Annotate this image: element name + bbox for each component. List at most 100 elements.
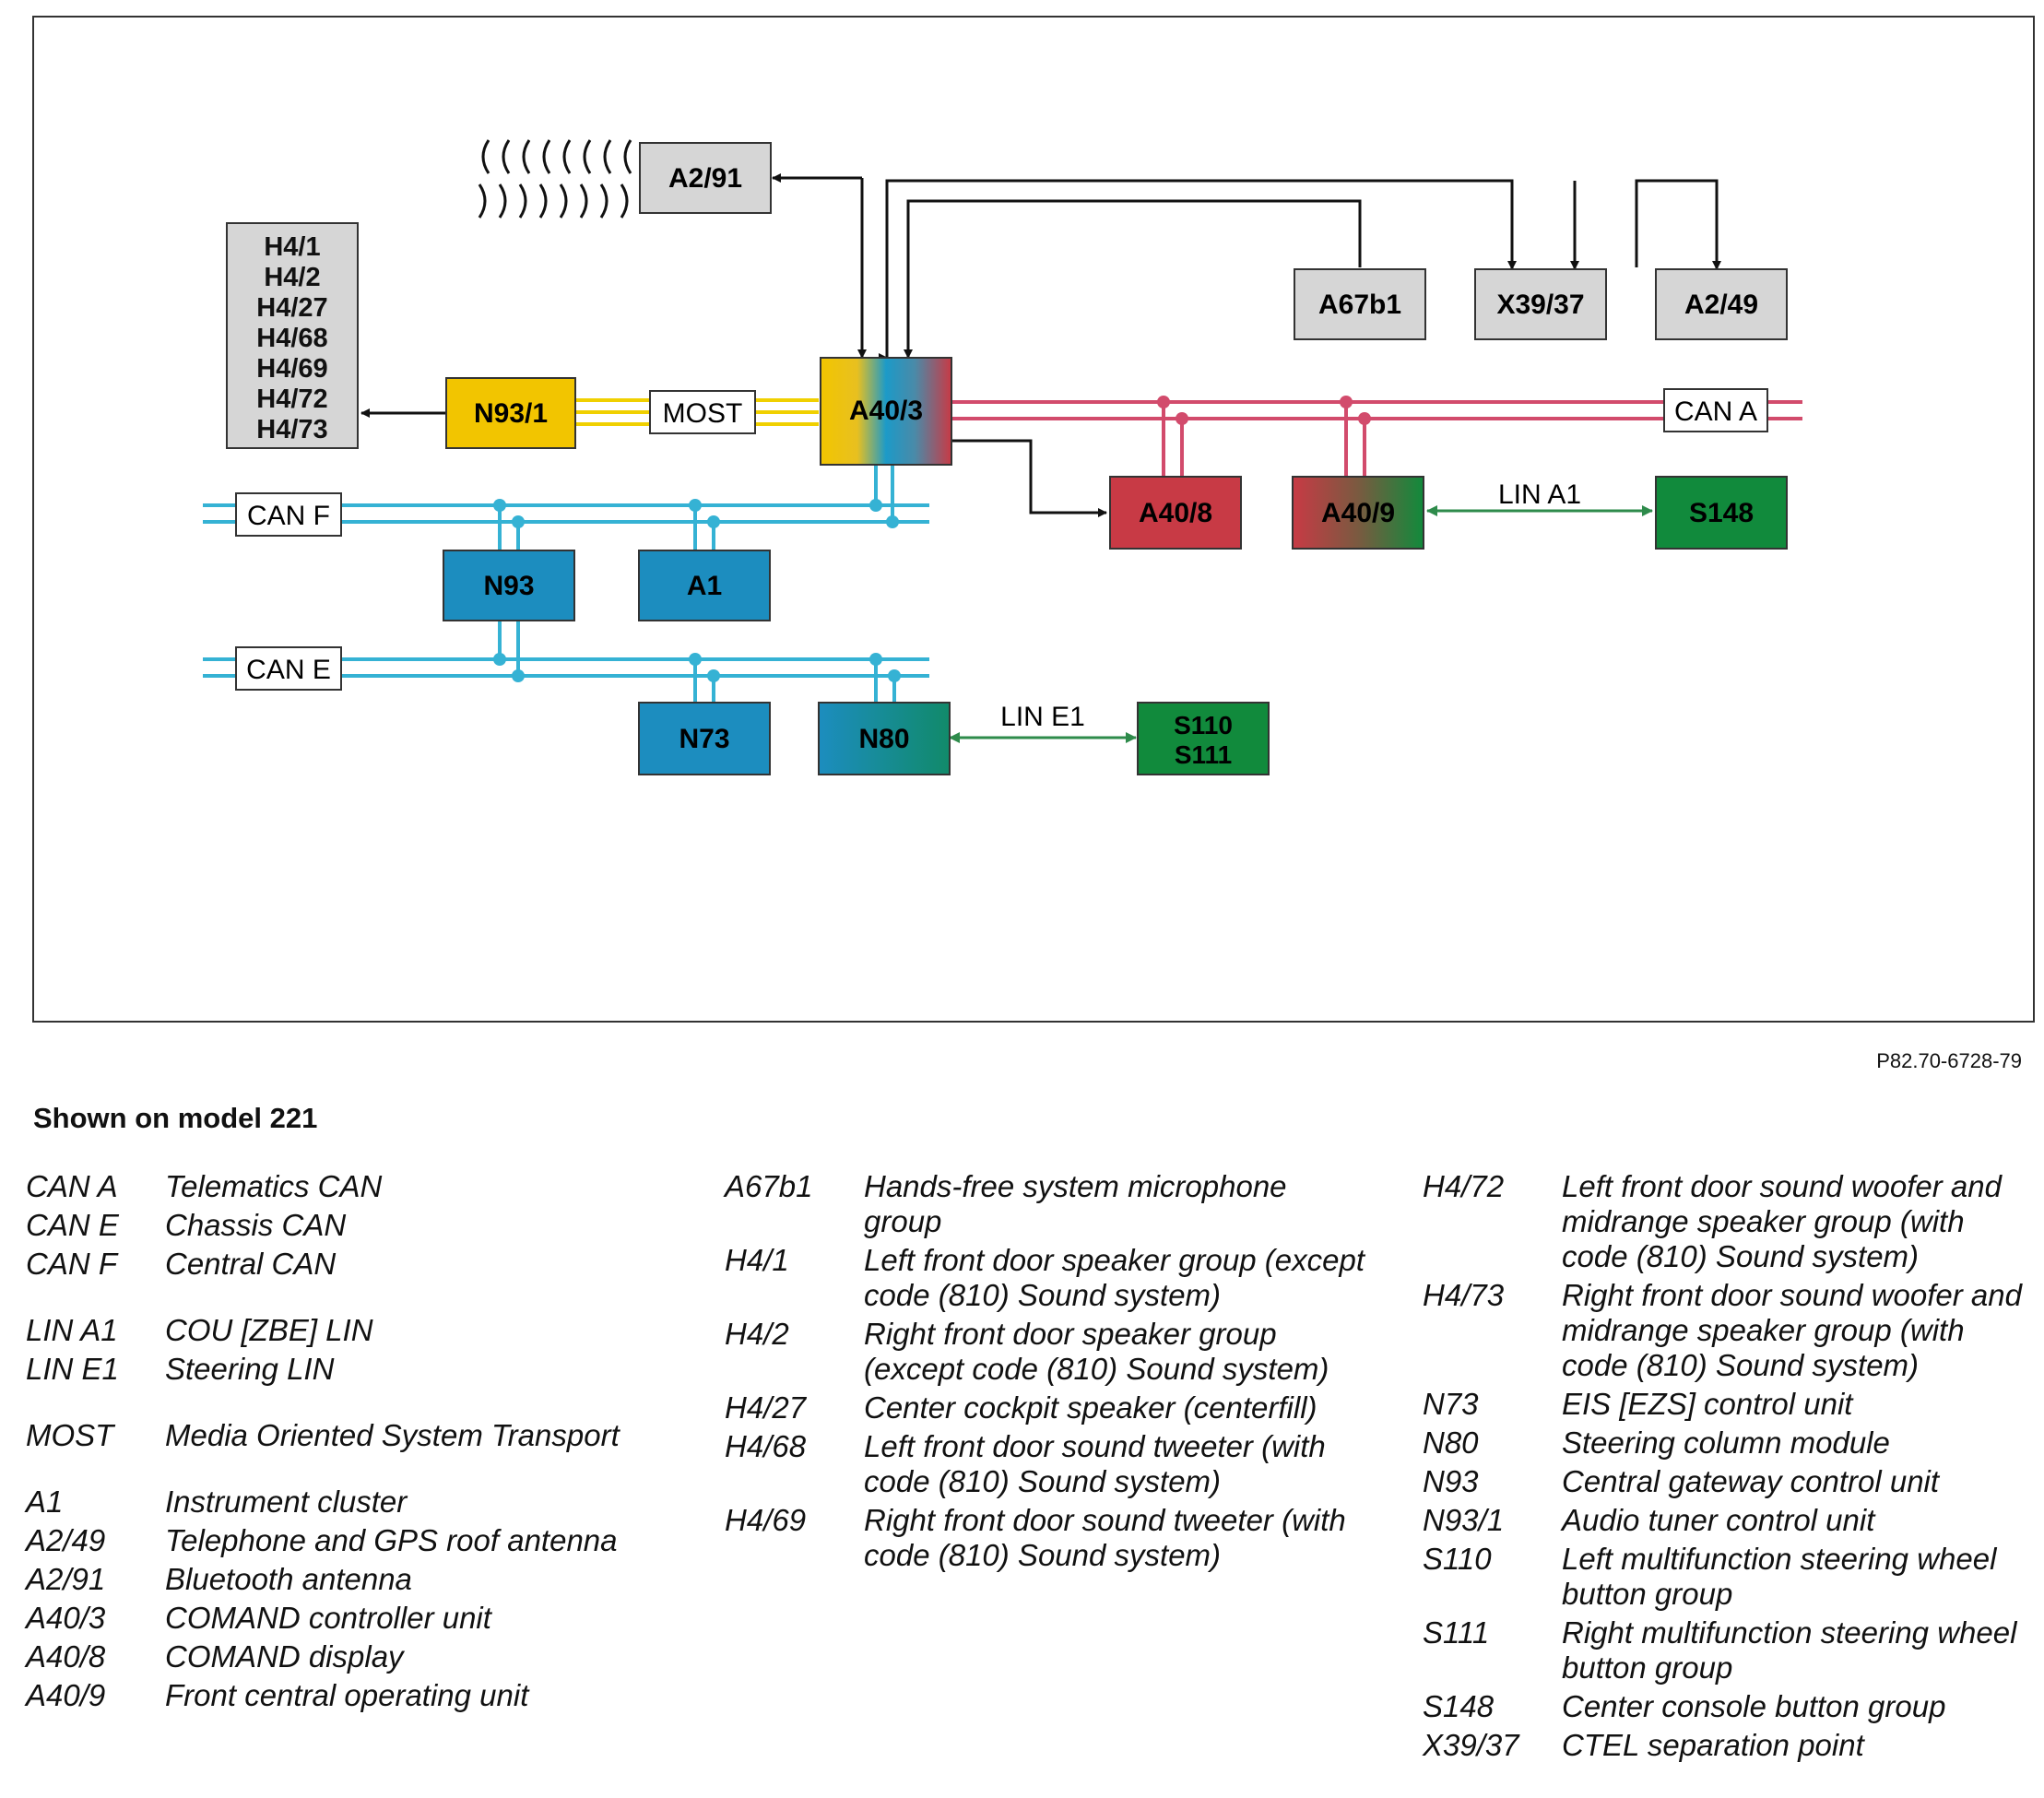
svg-text:A40/9: A40/9 xyxy=(1321,498,1395,528)
unit-a1: A1 xyxy=(638,550,771,621)
network-diagram: H4/1 H4/2 H4/27 H4/68 H4/69 H4/72 H4/73 … xyxy=(32,16,2035,1023)
legend-row: S148 Center console button group xyxy=(1423,1689,2031,1724)
can-a-bus xyxy=(950,400,1802,477)
legend-description: COMAND display xyxy=(165,1639,404,1674)
label-most: MOST xyxy=(649,390,756,434)
legend-description: Steering LIN xyxy=(165,1352,335,1386)
legend-code: H4/73 xyxy=(1423,1278,1505,1312)
legend-code: N93 xyxy=(1423,1464,1479,1498)
legend-row: H4/27 Center cockpit speaker (centerfill) xyxy=(725,1390,1370,1425)
svg-text:A40/8: A40/8 xyxy=(1139,498,1212,528)
legend-row: X39/37 CTEL separation point xyxy=(1423,1728,2031,1763)
legend-code: CAN F xyxy=(26,1247,117,1281)
legend-description: Central gateway control unit xyxy=(1562,1464,1940,1498)
legend-description: Right front door sound tweeter (with cod… xyxy=(864,1503,1346,1572)
legend-code: N80 xyxy=(1423,1425,1479,1460)
legend-row: A2/49 Telephone and GPS roof antenna xyxy=(26,1523,671,1558)
speaker-label: H4/73 xyxy=(256,415,327,444)
legend-code: N73 xyxy=(1423,1387,1479,1421)
unit-n93-1: N93/1 xyxy=(445,377,576,449)
svg-text:A67b1: A67b1 xyxy=(1318,290,1401,320)
legend-row: LIN E1 Steering LIN xyxy=(26,1352,671,1387)
legend-row: A40/9 Front central operating unit xyxy=(26,1678,671,1713)
legend-description: Steering column module xyxy=(1562,1425,1890,1460)
speaker-label: H4/2 xyxy=(264,263,320,292)
legend-code: X39/37 xyxy=(1423,1728,1519,1762)
legend-row: CAN F Central CAN xyxy=(26,1247,671,1282)
legend-row: N80 Steering column module xyxy=(1423,1425,2031,1461)
legend-code: A2/49 xyxy=(26,1523,106,1557)
unit-n80: N80 xyxy=(818,702,951,775)
legend-description: EIS [EZS] control unit xyxy=(1562,1387,1853,1421)
subtitle: Shown on model 221 xyxy=(33,1102,318,1134)
svg-text:A2/91: A2/91 xyxy=(668,163,742,194)
legend-code: MOST xyxy=(26,1418,114,1452)
unit-a2-49: A2/49 xyxy=(1655,268,1788,340)
legend-description: COMAND controller unit xyxy=(165,1601,491,1635)
legend-code: A1 xyxy=(26,1485,64,1519)
legend-description: Center console button group xyxy=(1562,1689,1946,1723)
legend-spacer xyxy=(26,1390,671,1418)
legend-code: N93/1 xyxy=(1423,1503,1505,1537)
unit-s110-s111: S110 S111 xyxy=(1137,702,1270,775)
label-can-a: CAN A xyxy=(1663,388,1768,432)
legend-description: Right multifunction steering wheel butto… xyxy=(1562,1615,2017,1685)
legend-code: S148 xyxy=(1423,1689,1495,1723)
figure-reference: P82.70-6728-79 xyxy=(1876,1049,2022,1072)
legend-code: CAN E xyxy=(26,1208,119,1242)
legend-code: A67b1 xyxy=(725,1169,813,1203)
legend-code: H4/27 xyxy=(725,1390,807,1425)
legend-description: CTEL separation point xyxy=(1562,1728,1864,1762)
legend-description: Central CAN xyxy=(165,1247,337,1281)
legend-description: Front central operating unit xyxy=(165,1678,529,1712)
unit-s148: S148 xyxy=(1655,476,1788,550)
legend-code: H4/2 xyxy=(725,1317,789,1351)
legend-spacer xyxy=(26,1285,671,1313)
unit-a40-9: A40/9 xyxy=(1292,476,1424,550)
unit-a40-3: A40/3 xyxy=(820,357,952,466)
legend-row: CAN A Telematics CAN xyxy=(26,1169,671,1204)
legend-description: Media Oriented System Transport xyxy=(165,1418,620,1452)
svg-text:S110: S110 xyxy=(1174,711,1233,739)
legend-code: A40/3 xyxy=(26,1601,106,1635)
legend-row: N93 Central gateway control unit xyxy=(1423,1464,2031,1499)
legend-code: S111 xyxy=(1423,1615,1490,1650)
label-can-e: CAN E xyxy=(235,646,342,691)
svg-text:X39/37: X39/37 xyxy=(1496,290,1584,320)
legend-code: CAN A xyxy=(26,1169,118,1203)
svg-text:N93/1: N93/1 xyxy=(474,398,548,429)
legend-description: Audio tuner control unit xyxy=(1562,1503,1875,1537)
legend-description: Left front door sound woofer and midrang… xyxy=(1562,1169,2002,1273)
legend-description: Telematics CAN xyxy=(165,1169,383,1203)
legend-code: A40/9 xyxy=(26,1678,106,1712)
legend-code: A2/91 xyxy=(26,1562,106,1596)
signal-lines xyxy=(360,173,1721,517)
legend-row: N73 EIS [EZS] control unit xyxy=(1423,1387,2031,1422)
svg-text:CAN E: CAN E xyxy=(246,655,331,685)
svg-text:A40/3: A40/3 xyxy=(849,396,923,426)
svg-text:MOST: MOST xyxy=(663,398,743,429)
legend-row: H4/2 Right front door speaker group (exce… xyxy=(725,1317,1370,1387)
legend-code: H4/1 xyxy=(725,1243,789,1277)
legend-description: Right front door speaker group (except c… xyxy=(864,1317,1329,1386)
legend-description: Telephone and GPS roof antenna xyxy=(165,1523,618,1557)
svg-text:N93: N93 xyxy=(483,571,534,601)
legend-row: MOST Media Oriented System Transport xyxy=(26,1418,671,1453)
label-can-f: CAN F xyxy=(235,492,342,537)
svg-text:N73: N73 xyxy=(679,724,729,754)
legend-description: Center cockpit speaker (centerfill) xyxy=(864,1390,1317,1425)
speaker-label: H4/72 xyxy=(256,384,327,414)
legend-row: S111 Right multifunction steering wheel b… xyxy=(1423,1615,2031,1686)
legend-code: LIN E1 xyxy=(26,1352,119,1386)
